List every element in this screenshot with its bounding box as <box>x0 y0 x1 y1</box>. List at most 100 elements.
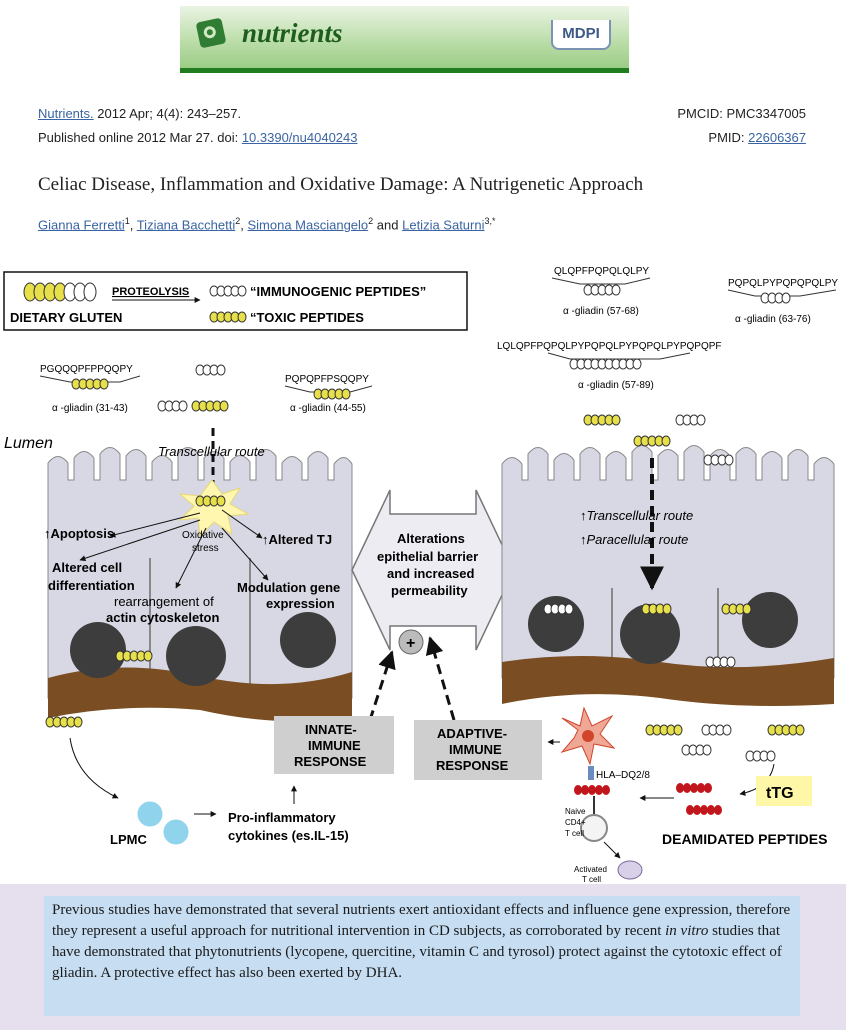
peptide-sequences: PGQQQPFPPQQPY α -gliadin (31-43) PQPQPFP… <box>39 266 838 414</box>
immunogenic-peptide-icon <box>681 744 712 756</box>
immunogenic-peptide-icon <box>760 292 791 304</box>
toxic-peptide-icon <box>195 495 226 507</box>
peptide-sequence: PGQQQPFPPQQPY <box>40 364 133 375</box>
barrier-label: Alterations <box>397 531 465 546</box>
peptide-sequence: QLQPFPQPQLQLPY <box>554 266 649 277</box>
peptide-sequence: LQLQPFPQPQLPYPQPQLPYPQPQLPYPQPQPF <box>497 341 722 352</box>
celiac-mechanism-figure: PROTEOLYSIS “IMMUNOGENIC PEPTIDES” “TOXI… <box>3 266 838 884</box>
published-line: Published online 2012 Mar 27. doi: 10.33… <box>38 130 358 145</box>
immunogenic-peptide-icon <box>583 284 621 296</box>
innate-label: INNATE- <box>305 722 357 737</box>
lpmc-cell-icon <box>134 798 166 830</box>
cytokines-label: cytokines (es.IL-15) <box>228 828 349 843</box>
immunogenic-peptide-icon <box>701 724 732 736</box>
cell-nucleus <box>742 592 798 648</box>
toxic-peptide-icon <box>209 311 247 323</box>
right-epithelium <box>501 445 835 706</box>
author-separator: , <box>240 217 248 233</box>
pmid-label: PMID: <box>708 130 749 145</box>
ttg-box <box>756 776 812 806</box>
rearrangement-label: rearrangement of <box>114 594 214 609</box>
modulation-label: expression <box>266 596 335 611</box>
altered-cell-label: differentiation <box>48 578 135 593</box>
immunogenic-peptide-icon <box>195 364 226 376</box>
transcellular-route-label: Transcellular route <box>158 444 265 459</box>
paracellular-right-label: ↑Paracellular route <box>580 532 688 547</box>
toxic-peptide-icon <box>191 400 229 412</box>
doi-link[interactable]: 10.3390/nu4040243 <box>241 130 358 145</box>
altered-tj-label: ↑Altered TJ <box>262 532 332 547</box>
highlighted-quote: Previous studies have demonstrated that … <box>44 896 800 1016</box>
deamidated-peptide-icon <box>676 783 712 793</box>
peptide-label: α -gliadin (44-55) <box>290 403 366 414</box>
peptide-label: α -gliadin (31-43) <box>52 403 128 414</box>
plus-label: + <box>406 635 415 652</box>
lpmc-cell-icon <box>160 816 192 848</box>
innate-response-box <box>274 716 394 774</box>
peptide-label: α -gliadin (63-76) <box>735 314 811 325</box>
author-link[interactable]: Gianna Ferretti <box>38 217 125 233</box>
deamidated-peptide-icon <box>574 785 610 795</box>
cell-nucleus <box>280 612 336 668</box>
cytokines-label: Pro-inflammatory <box>228 810 336 825</box>
toxic-peptide-icon <box>45 716 83 728</box>
author-separator: , <box>129 217 137 233</box>
peptide-label: α -gliadin (57-89) <box>578 380 654 391</box>
toxic-peptide-icon <box>71 378 109 390</box>
citation-line: Nutrients. 2012 Apr; 4(4): 243–257. <box>38 106 241 121</box>
toxic-peptide-icon <box>115 650 153 662</box>
pmcid: PMCID: PMC3347005 <box>677 106 806 121</box>
dendritic-cell-icon <box>560 706 616 766</box>
deamidated-label: DEAMIDATED PEPTIDES <box>662 831 827 847</box>
toxic-peptide-icon <box>313 388 351 400</box>
journal-link[interactable]: Nutrients. <box>38 106 94 121</box>
hla-receptor-icon <box>588 766 594 780</box>
ttg-label: tTG <box>766 785 794 802</box>
lpmc-label: LPMC <box>110 832 147 847</box>
toxic-peptide-icon <box>633 435 671 447</box>
activated-label: T cell <box>582 875 601 884</box>
transcellular-right-label: ↑Transcellular route <box>580 508 693 523</box>
toxic-peptide-icon <box>721 603 752 615</box>
toxic-peptide-icon <box>583 414 621 426</box>
citation-issue: 2012 Apr; 4(4): 243–257. <box>93 106 242 121</box>
journal-banner: nutrients MDPI <box>180 6 629 73</box>
author-separator: and <box>373 217 403 233</box>
cell-nucleus <box>620 604 680 664</box>
naive-label: T cell <box>565 829 584 838</box>
legend-toxic: “TOXIC PEPTIDES <box>250 310 364 325</box>
quote-italic: in vitro <box>665 923 709 939</box>
author-affiliation: 2 <box>235 216 241 226</box>
immunogenic-peptide-icon <box>645 724 683 736</box>
author-affiliation: 3,* <box>484 216 496 226</box>
author-list: Gianna Ferretti1, Tiziana Bacchetti2, Si… <box>38 216 496 232</box>
pmid-line: PMID: 22606367 <box>708 130 806 145</box>
altered-cell-label: Altered cell <box>52 560 122 575</box>
adaptive-label: ADAPTIVE- <box>437 726 507 741</box>
author-affiliation: 1 <box>124 216 130 226</box>
naive-label: CD4+ <box>565 818 586 827</box>
legend-immunogenic: “IMMUNOGENIC PEPTIDES” <box>250 284 426 299</box>
innate-label: RESPONSE <box>294 754 367 769</box>
nutrients-logo-icon <box>195 17 227 49</box>
author-link[interactable]: Tiziana Bacchetti <box>136 217 236 233</box>
adaptive-label: IMMUNE <box>449 742 502 757</box>
article-title: Celiac Disease, Inflammation and Oxidati… <box>38 174 644 195</box>
innate-label: IMMUNE <box>308 738 361 753</box>
barrier-label: epithelial barrier <box>377 549 478 564</box>
gluten-coil-icon <box>23 282 97 302</box>
oxidative-stress-burst <box>178 479 250 538</box>
pmid-link[interactable]: 22606367 <box>748 130 806 145</box>
legend-box: PROTEOLYSIS “IMMUNOGENIC PEPTIDES” “TOXI… <box>3 271 468 331</box>
naive-label: Naive <box>565 807 586 816</box>
mdpi-logo: MDPI <box>551 20 611 50</box>
activated-label: Activated <box>574 865 607 874</box>
author-link[interactable]: Simona Masciangelo <box>247 217 369 233</box>
left-epithelium <box>47 447 353 722</box>
naive-t-cell-icon <box>580 814 608 842</box>
oxidative-label: stress <box>192 543 219 554</box>
immunogenic-peptide-icon <box>745 750 776 762</box>
oxidative-label: Oxidative <box>182 530 224 541</box>
adaptive-response-box <box>414 720 542 780</box>
author-link[interactable]: Letizia Saturni <box>402 217 485 233</box>
